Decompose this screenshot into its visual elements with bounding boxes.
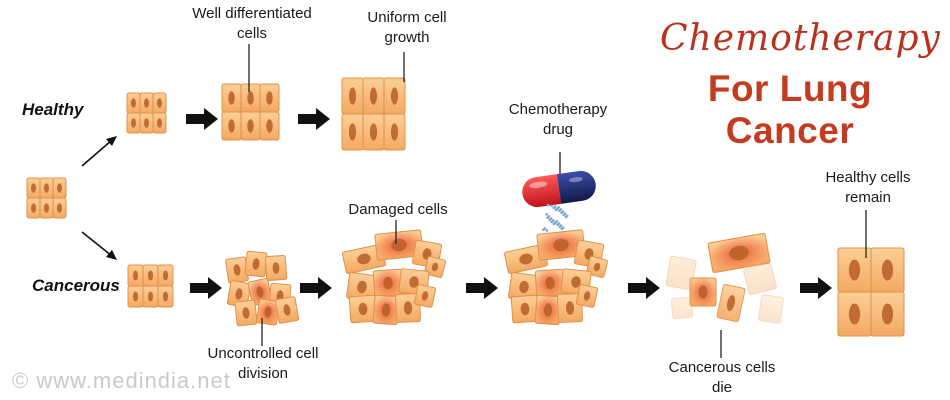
cell: [575, 284, 599, 308]
cell: [758, 294, 784, 324]
cell: [383, 113, 406, 151]
healthy-cell-group-3: [341, 77, 406, 151]
capsule-icon: [522, 170, 596, 208]
flow-arrows: [186, 108, 832, 299]
uncontrolled-cell-group: [225, 250, 300, 327]
cell: [39, 197, 54, 219]
cell: [665, 255, 697, 291]
healthy-cell-group-1: [126, 92, 167, 134]
cell: [52, 177, 67, 199]
label-uniform-growth: Uniform cell growth: [367, 9, 447, 46]
cell: [348, 294, 378, 324]
cell: [670, 296, 694, 320]
cell: [126, 112, 141, 134]
cell: [240, 111, 261, 141]
cancerous-cell-group-1: [127, 264, 174, 308]
cell: [383, 77, 406, 115]
cell: [534, 294, 562, 326]
arrow-icon: [186, 108, 218, 130]
cell: [870, 291, 905, 337]
cell: [234, 299, 258, 327]
cell: [413, 284, 437, 308]
cell: [424, 256, 446, 278]
cell: [535, 229, 587, 261]
label-uncontrolled-division: Uncontrolled cell division: [207, 345, 319, 382]
arrow-icon: [298, 108, 330, 130]
arrow-icon: [800, 277, 832, 299]
cell: [157, 285, 174, 308]
pointer-lines: [248, 44, 867, 358]
cell: [870, 247, 905, 293]
cell: [341, 77, 364, 115]
cell: [244, 250, 268, 278]
start-cell-group: [26, 177, 67, 219]
branch-arrow-up: [81, 136, 117, 167]
label-healthy-cells-remain: Healthy cells remain: [825, 169, 911, 206]
row-label-healthy: Healthy: [22, 100, 84, 119]
cell: [707, 233, 771, 273]
cell: [362, 77, 385, 115]
cell: [586, 256, 608, 278]
arrow-icon: [466, 277, 498, 299]
cell: [52, 197, 67, 219]
cell: [259, 111, 280, 141]
label-cancerous-cells-die: Cancerous cells die: [668, 359, 776, 396]
cell: [837, 291, 872, 337]
cell: [139, 112, 154, 134]
cell: [341, 113, 364, 151]
cell: [362, 113, 385, 151]
arrow-icon: [300, 277, 332, 299]
title-chemotherapy: Chemotherapy: [660, 18, 941, 59]
cell: [142, 285, 159, 308]
cell: [372, 294, 400, 326]
damaged-cell-group-2: [504, 229, 608, 326]
label-chemotherapy-drug: Chemotherapy drug: [508, 101, 608, 138]
cell: [157, 264, 174, 287]
cell: [139, 92, 154, 114]
cell: [688, 276, 718, 308]
cell: [557, 293, 583, 323]
cell: [221, 111, 242, 141]
label-well-differentiated: Well differentiated cells: [192, 5, 312, 42]
arrow-icon: [190, 277, 222, 299]
cell: [346, 271, 378, 303]
cell: [127, 285, 144, 308]
cell: [510, 294, 540, 324]
cell: [504, 243, 548, 275]
arrow-icon: [628, 277, 660, 299]
cell: [26, 197, 41, 219]
row-label-cancerous: Cancerous: [32, 276, 120, 295]
cell: [534, 268, 566, 298]
cell: [39, 177, 54, 199]
damaged-cell-group-1: [342, 229, 446, 326]
cell: [259, 83, 280, 113]
cell: [274, 296, 300, 324]
label-damaged-cells: Damaged cells: [348, 201, 448, 218]
title-for-lung-cancer: For Lung Cancer: [707, 68, 873, 151]
cell: [226, 280, 252, 308]
cell: [395, 293, 421, 323]
cell: [716, 283, 746, 323]
healthy-cell-group-2: [221, 83, 280, 141]
cell: [152, 112, 167, 134]
dying-cell-group: [665, 233, 784, 324]
cell: [743, 262, 777, 296]
branch-arrow-down: [81, 231, 117, 260]
watermark: © www.medindia.net: [12, 368, 231, 393]
cell: [26, 177, 41, 199]
cell: [152, 92, 167, 114]
cell: [373, 229, 425, 261]
cell: [126, 92, 141, 114]
cell: [142, 264, 159, 287]
cell: [221, 83, 242, 113]
drug-particles: [542, 203, 569, 232]
cell: [127, 264, 144, 287]
cell: [240, 83, 261, 113]
cell: [264, 254, 288, 282]
cell: [508, 271, 540, 303]
remaining-healthy-cell-group: [837, 247, 905, 337]
